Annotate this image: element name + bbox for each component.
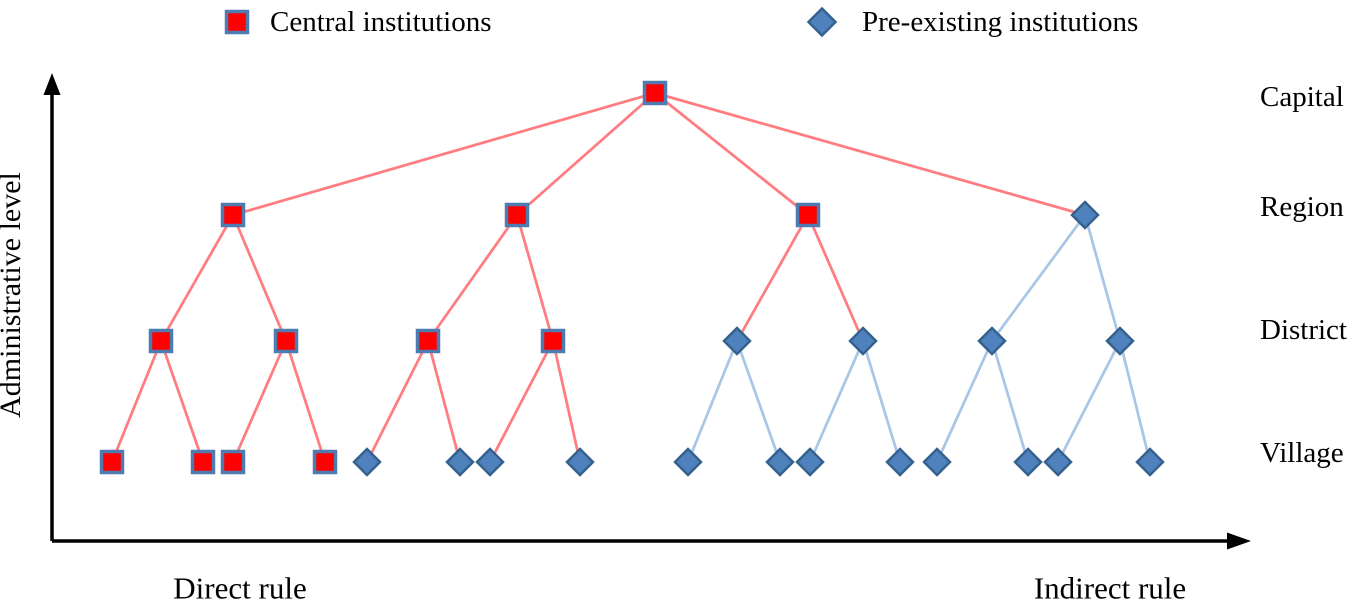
node-district-1-central-marker xyxy=(148,328,174,354)
node-district-5-preexisting-marker xyxy=(722,326,752,356)
edge-district-2-to-village-4 xyxy=(284,340,327,463)
node-region-4-preexisting-marker xyxy=(1070,200,1100,230)
node-village-13-preexisting-marker xyxy=(922,447,952,477)
edge-region-3-to-district-5 xyxy=(735,214,810,342)
edge-district-5-to-village-10 xyxy=(735,340,782,463)
x-axis-indirect-rule-label: Indirect rule xyxy=(1034,571,1186,606)
tree-nodes xyxy=(99,80,1165,477)
edge-capital-to-region-2 xyxy=(516,91,656,217)
node-district-4-central-marker xyxy=(540,328,566,354)
edge-district-5-to-village-9 xyxy=(686,340,739,463)
edge-district-8-to-village-15 xyxy=(1056,340,1122,463)
edge-region-2-to-district-3 xyxy=(426,214,519,342)
node-village-1-central-marker xyxy=(99,449,125,475)
edge-capital-to-region-4 xyxy=(654,91,1086,217)
edge-district-7-to-village-13 xyxy=(935,340,994,463)
node-district-2-central-marker xyxy=(273,328,299,354)
edge-district-1-to-village-2 xyxy=(159,340,205,463)
node-district-8-preexisting-marker xyxy=(1105,326,1135,356)
node-village-11-preexisting-marker xyxy=(795,447,825,477)
node-capital-central-marker xyxy=(642,80,668,106)
edge-district-3-to-village-6 xyxy=(426,340,462,463)
y-axis-label: Administrative level xyxy=(0,172,27,418)
node-village-7-preexisting-marker xyxy=(475,447,505,477)
edge-region-1-to-district-2 xyxy=(231,214,288,342)
node-district-6-preexisting-marker xyxy=(848,326,878,356)
node-village-12-preexisting-marker xyxy=(885,447,915,477)
x-axis-direct-rule-label: Direct rule xyxy=(173,571,306,606)
level-label-village: Village xyxy=(1260,437,1344,469)
central-institutions-icon xyxy=(224,9,250,35)
node-region-1-central-marker xyxy=(220,202,246,228)
x-axis-arrowhead-icon xyxy=(1227,532,1251,550)
edge-capital-to-region-1 xyxy=(232,91,656,217)
edge-district-7-to-village-14 xyxy=(990,340,1030,463)
edge-district-8-to-village-16 xyxy=(1118,340,1152,463)
edge-district-6-to-village-12 xyxy=(861,340,902,463)
edge-district-2-to-village-3 xyxy=(231,340,288,463)
edge-district-1-to-village-1 xyxy=(110,340,163,463)
edge-region-4-to-district-7 xyxy=(990,214,1087,342)
node-village-5-preexisting-marker xyxy=(352,447,382,477)
edge-region-3-to-district-6 xyxy=(806,214,865,342)
edge-district-4-to-village-7 xyxy=(488,340,555,463)
legend: Central institutions Pre-existing instit… xyxy=(224,6,1138,38)
edge-region-1-to-district-1 xyxy=(159,214,235,342)
node-village-16-preexisting-marker xyxy=(1135,447,1165,477)
legend-preexisting-label: Pre-existing institutions xyxy=(862,6,1138,38)
node-village-10-preexisting-marker xyxy=(765,447,795,477)
node-village-2-central-marker xyxy=(190,449,216,475)
edge-district-6-to-village-11 xyxy=(808,340,865,463)
edge-region-2-to-district-4 xyxy=(515,214,555,342)
node-village-8-preexisting-marker xyxy=(565,447,595,477)
edge-capital-to-region-3 xyxy=(654,91,809,217)
tree-edges xyxy=(110,91,1152,463)
y-axis-arrowhead-icon xyxy=(43,73,61,95)
edge-district-3-to-village-5 xyxy=(365,340,430,463)
level-label-region: Region xyxy=(1260,191,1344,223)
node-village-3-central-marker xyxy=(220,449,246,475)
node-region-3-central-marker xyxy=(795,202,821,228)
level-label-district: District xyxy=(1260,314,1347,346)
legend-central-label: Central institutions xyxy=(270,6,492,38)
node-village-4-central-marker xyxy=(312,449,338,475)
node-village-6-preexisting-marker xyxy=(445,447,475,477)
edge-district-4-to-village-8 xyxy=(551,340,582,463)
node-district-3-central-marker xyxy=(415,328,441,354)
node-village-14-preexisting-marker xyxy=(1013,447,1043,477)
node-region-2-central-marker xyxy=(504,202,530,228)
edge-region-4-to-district-8 xyxy=(1083,214,1122,342)
node-village-9-preexisting-marker xyxy=(673,447,703,477)
level-label-capital: Capital xyxy=(1260,81,1344,113)
preexisting-institutions-icon xyxy=(806,6,838,38)
node-village-15-preexisting-marker xyxy=(1043,447,1073,477)
node-district-7-preexisting-marker xyxy=(977,326,1007,356)
